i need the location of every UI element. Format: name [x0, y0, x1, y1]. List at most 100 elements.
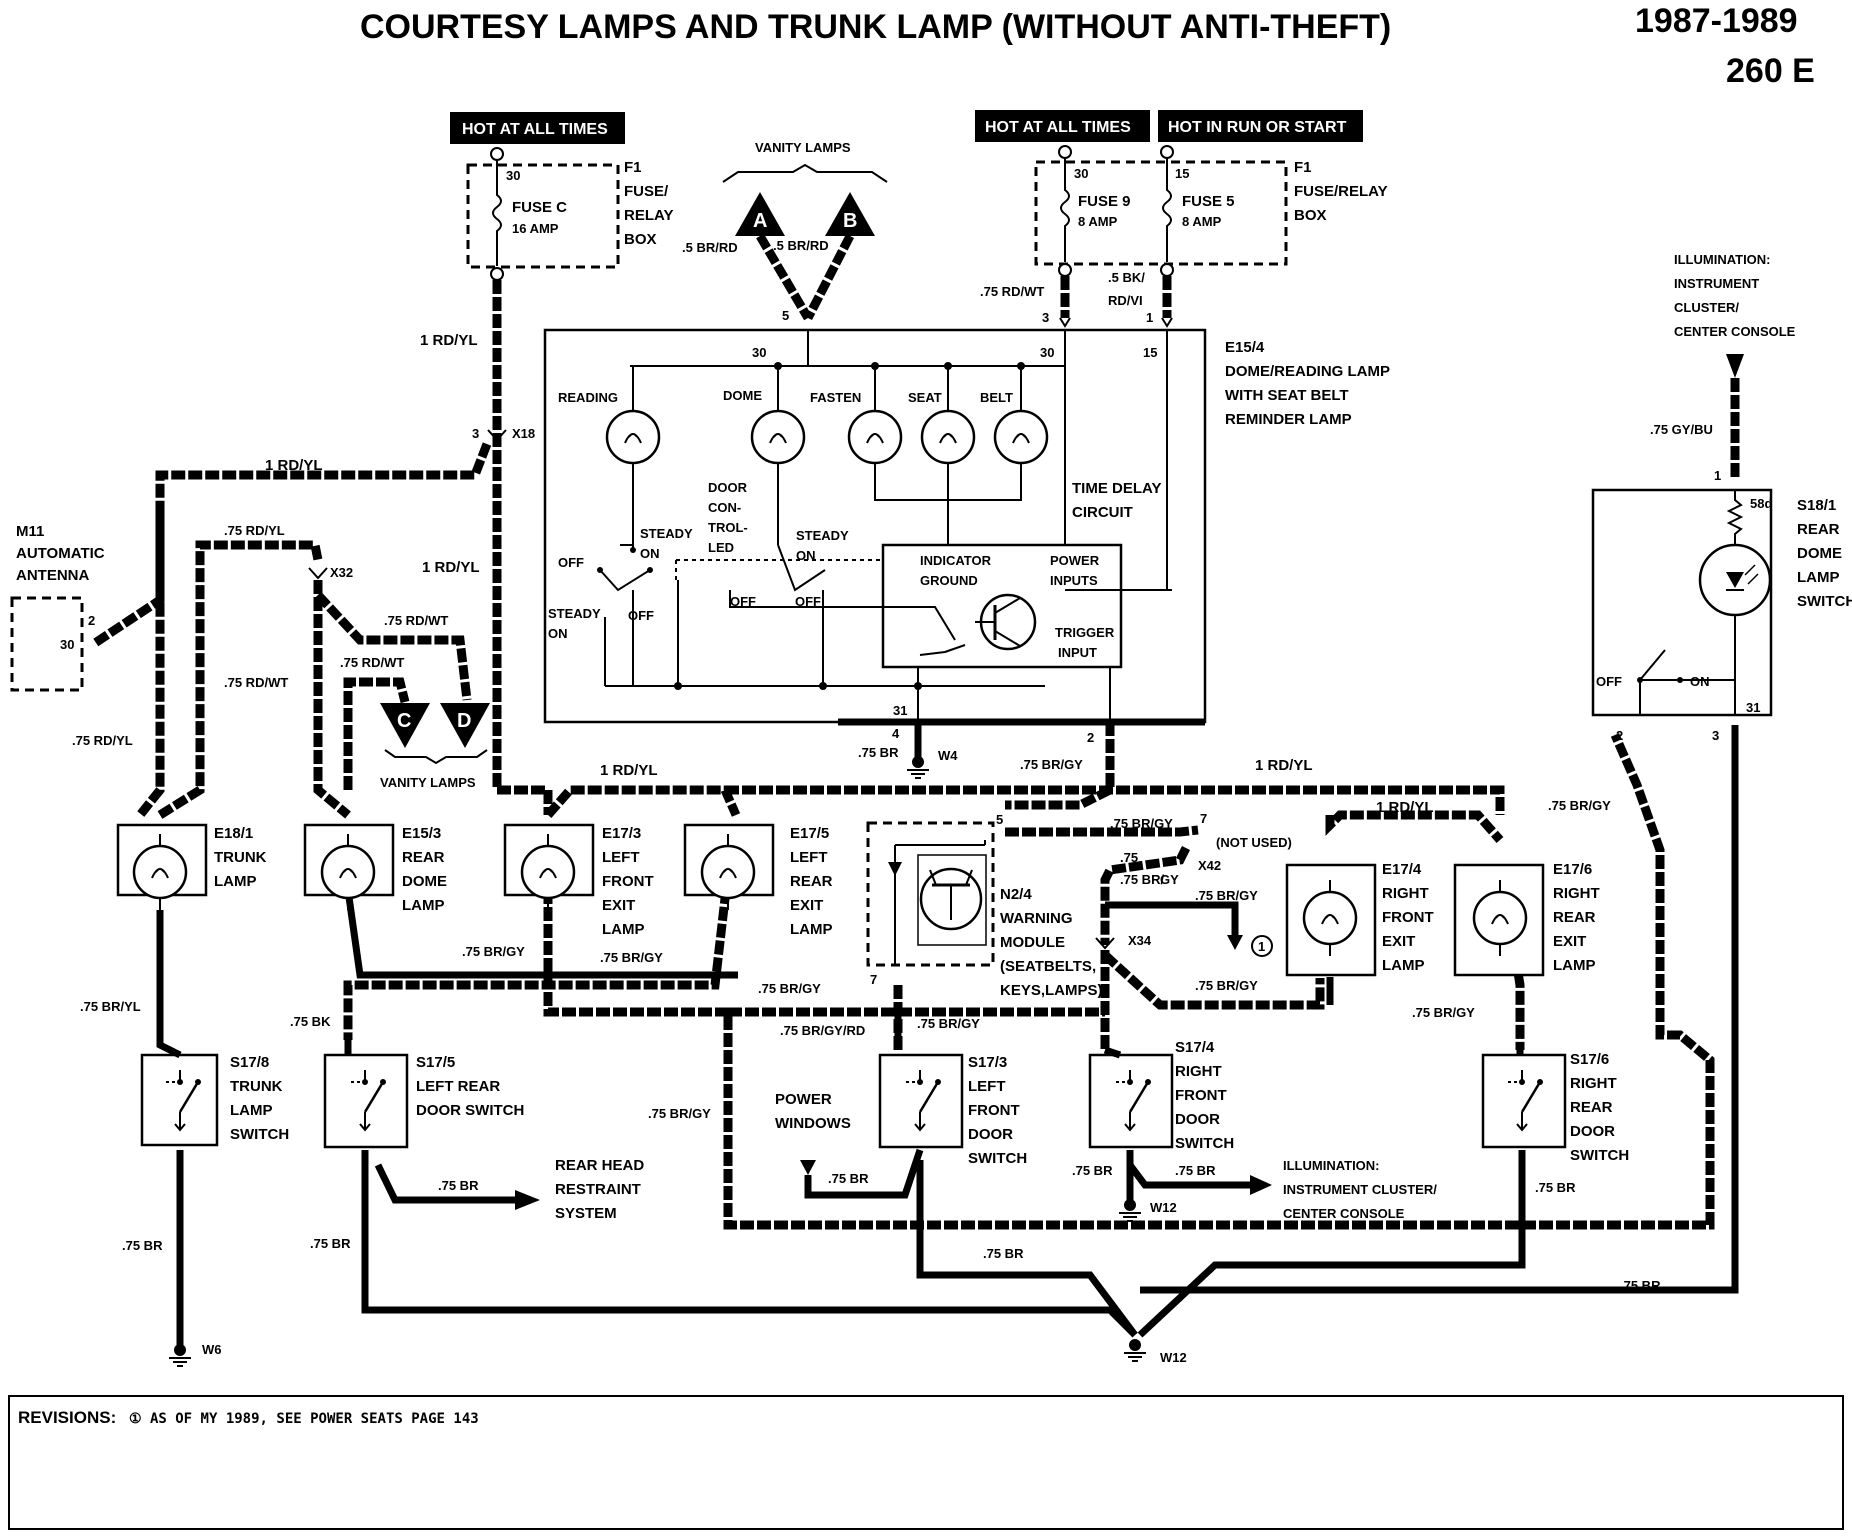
n2-4-diode-icon: [888, 862, 902, 876]
svg-text:REAR: REAR: [1553, 909, 1596, 926]
e15-4-bus-lines: [630, 330, 1168, 590]
svg-text:WINDOWS: WINDOWS: [775, 1115, 851, 1132]
year-range: 1987-1989: [1635, 2, 1798, 40]
wire-power-windows-label: .75 BR: [828, 1171, 869, 1186]
rear-head-arrow: [515, 1190, 540, 1210]
wire-to-power-seats: [1105, 901, 1239, 935]
svg-text:.5 BK/: .5 BK/: [1108, 270, 1145, 285]
svg-text:BOX: BOX: [624, 231, 657, 248]
s18-1-pin-2: 2: [1616, 728, 1623, 743]
e15-4-name: E15/4 DOME/READING LAMP WITH SEAT BELT R…: [1225, 339, 1390, 428]
wire-x18-to-trunk: [136, 442, 492, 818]
x42-pin-7: 7: [1200, 811, 1207, 826]
svg-text:REAR: REAR: [1797, 521, 1840, 538]
svg-text:ON: ON: [548, 626, 568, 641]
s18-1-resistor: [1726, 490, 1744, 545]
wire-rear-dome-to-vanity-c: [343, 677, 410, 790]
vanity-a-wire-label: .5 BR/RD: [682, 240, 738, 255]
s18-1-off-label: OFF: [1596, 674, 1622, 689]
svg-text:REMINDER LAMP: REMINDER LAMP: [1225, 411, 1352, 428]
illumination-bottom-arrow: [1250, 1175, 1272, 1195]
wire-illumination-label: .75 GY/BU: [1650, 422, 1713, 437]
reading-steady-on-label-2: STEADY ON: [640, 526, 693, 561]
s17-6-box: [1481, 1053, 1567, 1149]
hot-label-2: HOT AT ALL TIMES: [985, 119, 1131, 136]
belt-lamp-label: BELT: [980, 390, 1013, 405]
revisions-row: REVISIONS: ① AS OF MY 1989, SEE POWER SE…: [18, 1408, 479, 1428]
fasten-lamp-label: FASTEN: [810, 390, 861, 405]
svg-text:LAMP: LAMP: [1797, 569, 1840, 586]
svg-text:WARNING: WARNING: [1000, 910, 1073, 927]
wire-s17-6-ground: [1137, 1150, 1526, 1338]
vanity-lamp-a-label: A: [753, 210, 767, 232]
svg-text:E18/1: E18/1: [214, 825, 253, 842]
revisions-note: ① AS OF MY 1989, SEE POWER SEATS PAGE 14…: [128, 1411, 479, 1427]
svg-text:N2/4: N2/4: [1000, 886, 1032, 903]
vanity-b-wire-label: .5 BR/RD: [773, 238, 829, 253]
svg-text:DOME/READING LAMP: DOME/READING LAMP: [1225, 363, 1390, 380]
wire-antenna-x32-label: .75 RD/YL: [224, 523, 285, 538]
svg-text:FUSE/RELAY: FUSE/RELAY: [1294, 183, 1388, 200]
svg-text:LED: LED: [708, 540, 734, 555]
wire-exit-lamp-bus: [544, 785, 1505, 818]
wire-left-rear-exit-return: [343, 889, 731, 1040]
fuse-5-element: [1162, 158, 1172, 262]
svg-text:TROL-: TROL-: [708, 520, 748, 535]
svg-text:RELAY: RELAY: [624, 207, 673, 224]
svg-text:WITH SEAT BELT: WITH SEAT BELT: [1225, 387, 1349, 404]
power-inputs-label: POWER INPUTS: [1050, 553, 1100, 588]
s17-8-label: S17/8 TRUNK LAMP SWITCH: [230, 1054, 289, 1143]
e18-1-label: E18/1 TRUNK LAMP: [214, 825, 267, 890]
power-windows-label: POWER WINDOWS: [775, 1091, 851, 1132]
fuse-5-input-terminal: [1160, 145, 1174, 159]
vanity-lamp-c-connector: [380, 703, 430, 748]
e15-4-power-wires: [1060, 276, 1172, 318]
reading-switch-wiring: [605, 475, 1045, 687]
svg-text:REAR: REAR: [790, 873, 833, 890]
n2-4-pin-7: 7: [870, 972, 877, 987]
hot-run-label: HOT IN RUN OR START: [1168, 119, 1347, 136]
rear-head-restraint-label: REAR HEAD RESTRAINT SYSTEM: [555, 1157, 644, 1222]
wire-s17-4-ground-label: .75 BR: [1072, 1163, 1113, 1178]
svg-text:S17/8: S17/8: [230, 1054, 269, 1071]
wire-s17-3-ground: [916, 1160, 1138, 1338]
vanity-lamps-bottom-title: VANITY LAMPS: [380, 775, 476, 790]
model-label: 260 E: [1726, 52, 1815, 90]
power-input-lines: [1065, 330, 1172, 722]
n2-4-pin-5: 5: [996, 812, 1003, 827]
fuse-9-terminal-label: 30: [1074, 166, 1088, 181]
ground-w6-label: W6: [202, 1342, 222, 1357]
e15-4-pin-31: 31: [893, 703, 907, 718]
door-control-line: [729, 590, 880, 608]
fuse-c-element: [492, 160, 502, 266]
svg-text:(SEATBELTS,: (SEATBELTS,: [1000, 958, 1096, 975]
wire-x42-to-x34: [1100, 845, 1191, 945]
m11-antenna-box: [10, 596, 84, 692]
power-seats-arrow: [1227, 935, 1243, 950]
e15-4-pin-30a: 30: [752, 345, 766, 360]
reading-off-ties: [604, 580, 679, 686]
illumination-top-4: CENTER CONSOLE: [1674, 324, 1796, 339]
wire-x18-down-label: 1 RD/YL: [422, 559, 480, 576]
svg-text:LAMP: LAMP: [1382, 957, 1425, 974]
x34-label: X34: [1128, 933, 1152, 948]
svg-text:STEADY: STEADY: [796, 528, 849, 543]
svg-text:M11: M11: [16, 523, 44, 540]
svg-text:TRUNK: TRUNK: [230, 1078, 283, 1095]
fuse-9-input-terminal: [1058, 145, 1072, 159]
wire-antenna-to-x32: [157, 540, 323, 819]
fuse-c-label: FUSE C: [512, 199, 567, 216]
e15-4-pin-1: 1: [1146, 310, 1153, 325]
svg-text:SWITCH: SWITCH: [1797, 593, 1852, 610]
svg-text:LAMP: LAMP: [214, 873, 257, 890]
s17-3-box: [878, 1053, 964, 1149]
ground-w12-b-icon: [1123, 1338, 1147, 1362]
wire-s17-3-feed-label: .75 BR/GY/RD: [780, 1023, 865, 1038]
svg-text:E15/4: E15/4: [1225, 339, 1265, 356]
svg-text:LAMP: LAMP: [230, 1102, 273, 1119]
wire-rear-head-label: .75 BR: [438, 1178, 479, 1193]
wire-x34-circle1-label: .75 BR/GY: [1195, 888, 1258, 903]
s17-3-label: S17/3 LEFT FRONT DOOR SWITCH: [968, 1054, 1027, 1167]
svg-text:E15/3: E15/3: [402, 825, 441, 842]
svg-text:TRIGGER: TRIGGER: [1055, 625, 1115, 640]
